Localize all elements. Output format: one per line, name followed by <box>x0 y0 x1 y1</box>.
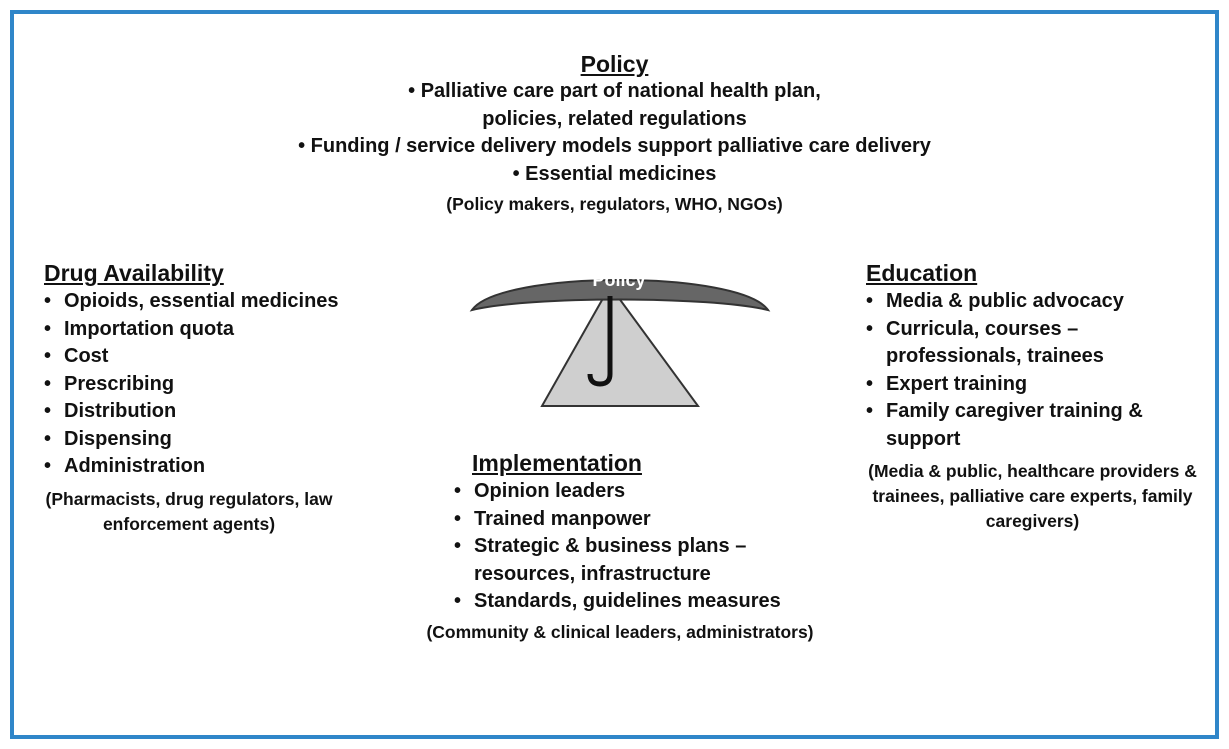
policy-section: Policy • Palliative care part of nationa… <box>0 50 1229 217</box>
list-item: Prescribing <box>44 371 344 399</box>
drug-availability-section: Drug Availability Opioids, essential med… <box>44 258 344 537</box>
policy-stakeholders: (Policy makers, regulators, WHO, NGOs) <box>446 194 783 214</box>
umbrella-canopy <box>469 279 771 312</box>
policy-line-1: • Palliative care part of national healt… <box>408 80 821 102</box>
umbrella-handle <box>587 296 613 387</box>
list-item: Strategic & business plans – resources, … <box>454 533 830 588</box>
policy-line-2: policies, related regulations <box>482 107 747 130</box>
drug-availability-list: Opioids, essential medicines Importation… <box>44 288 344 481</box>
umbrella-label: Policy <box>592 270 645 290</box>
list-item: Trained manpower <box>454 506 830 534</box>
list-item: Dispensing <box>44 426 344 454</box>
implementation-list: Opinion leaders Trained manpower Strateg… <box>454 478 830 616</box>
base-triangle <box>540 284 700 407</box>
education-list: Media & public advocacy Curricula, cours… <box>866 288 1205 453</box>
list-item: Administration <box>44 453 344 481</box>
policy-heading: Policy <box>580 51 649 77</box>
education-heading: Education <box>866 260 978 286</box>
list-item: Cost <box>44 343 344 371</box>
list-item: Opioids, essential medicines <box>44 288 344 316</box>
list-item: Standards, guidelines measures <box>454 588 830 616</box>
policy-line-4: • Essential medicines <box>512 162 717 185</box>
implementation-section: Implementation Opinion leaders Trained m… <box>420 448 830 645</box>
list-item: Expert training <box>866 371 1205 399</box>
list-item: Distribution <box>44 398 344 426</box>
list-item: Importation quota <box>44 316 344 344</box>
implementation-stakeholders: (Community & clinical leaders, administr… <box>426 621 814 642</box>
list-item: Media & public advocacy <box>866 288 1205 316</box>
education-stakeholders: (Media & public, healthcare providers & … <box>868 461 1197 531</box>
umbrella-graphic: Policy <box>469 270 771 407</box>
education-section: Education Media & public advocacy Curric… <box>860 258 1205 534</box>
drug-availability-stakeholders: (Pharmacists, drug regulators, law enfor… <box>45 488 333 534</box>
implementation-heading: Implementation <box>472 450 642 476</box>
policy-line-3: • Funding / service delivery models supp… <box>298 135 931 157</box>
list-item: Opinion leaders <box>454 478 830 506</box>
drug-availability-heading: Drug Availability <box>44 260 224 286</box>
list-item: Curricula, courses – professionals, trai… <box>866 316 1205 371</box>
list-item: Family caregiver training & support <box>866 398 1205 453</box>
